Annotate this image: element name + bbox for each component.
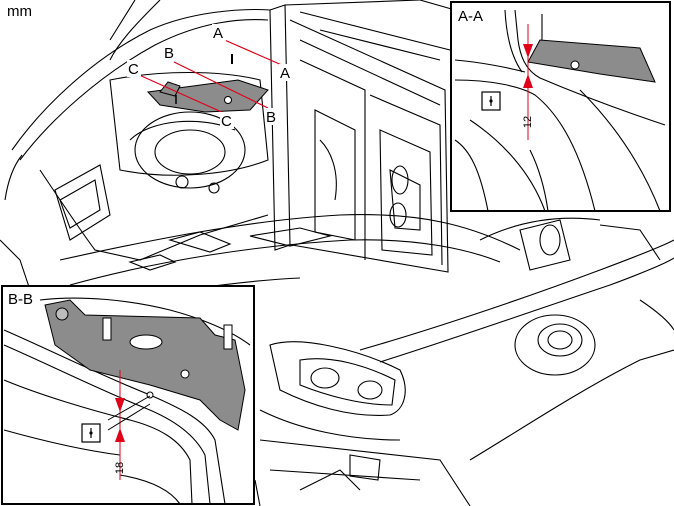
section-label-b-top: B <box>164 45 174 62</box>
unit-label: mm <box>7 3 32 20</box>
dimension-arrow-up <box>115 428 125 442</box>
section-label-c-top: C <box>128 61 139 78</box>
section-label-a-top: A <box>213 25 223 42</box>
section-line-b <box>173 61 269 109</box>
detail-view-a-a <box>450 1 671 212</box>
dimension-value-b-b: 18 <box>114 461 126 475</box>
dimension-value-a-a: 12 <box>522 115 534 129</box>
bracket-main-view <box>146 54 269 113</box>
detail-title-b-b: B-B <box>6 291 36 308</box>
section-label-a-bottom: A <box>280 65 290 82</box>
dimension-arrow-up <box>523 74 533 88</box>
detail-view-b-b <box>1 285 255 505</box>
detail-title-a-a: A-A <box>456 8 486 25</box>
dimension-arrow-down <box>523 44 533 58</box>
section-line-c <box>136 73 227 115</box>
section-label-b-bottom: B <box>266 109 276 126</box>
dimension-arrow-down <box>115 398 125 412</box>
section-labels: A A B B C C <box>127 24 293 130</box>
section-label-c-bottom: C <box>221 113 232 130</box>
section-line-a <box>219 37 285 67</box>
section-lines <box>136 37 285 115</box>
